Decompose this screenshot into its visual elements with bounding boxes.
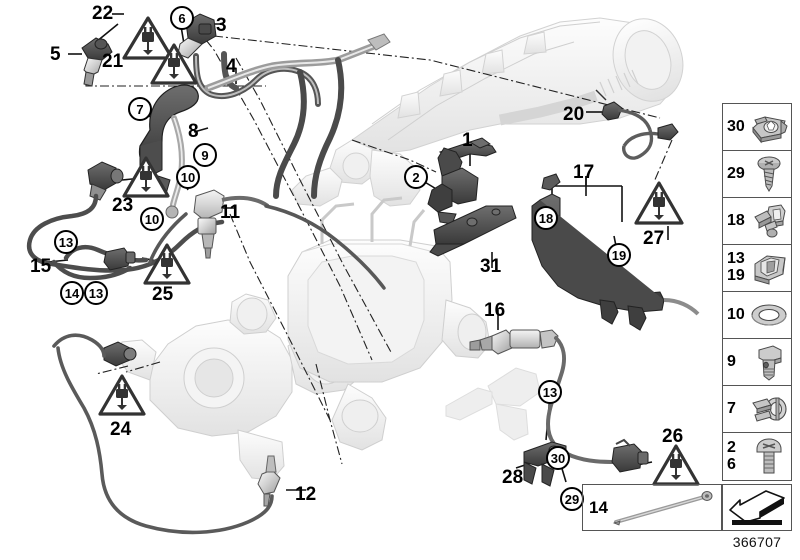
part-31-heat-shield bbox=[429, 205, 517, 257]
callout-21: 21 bbox=[102, 51, 124, 72]
part-12-exhaust-probe bbox=[257, 455, 281, 507]
legend-number: 6 bbox=[727, 455, 736, 473]
sealing-ring-icon bbox=[751, 304, 787, 326]
part-24-sensor bbox=[103, 341, 137, 367]
legend-number: 19 bbox=[727, 267, 745, 284]
turbo-lower-hose bbox=[52, 333, 274, 535]
part-20-sensor-harness bbox=[595, 89, 679, 160]
legend-row-18: 18 bbox=[723, 198, 791, 245]
callout-26: 26 bbox=[662, 426, 684, 447]
clip-nut-icon bbox=[752, 116, 788, 144]
callout-28: 28 bbox=[502, 467, 524, 488]
legend-number: 9 bbox=[727, 352, 736, 370]
callout-11: 11 bbox=[220, 202, 241, 223]
callout-31: 31 bbox=[480, 256, 502, 277]
callout-7: 7 bbox=[128, 97, 152, 121]
callout-8: 8 bbox=[188, 121, 199, 142]
part-4-hose-highlight bbox=[195, 55, 319, 105]
legend-number: 30 bbox=[727, 117, 745, 135]
legend-row-7: 7 bbox=[723, 386, 791, 433]
callout-2: 2 bbox=[404, 165, 428, 189]
callout-14-left: 14 bbox=[60, 281, 84, 305]
callout-20: 20 bbox=[563, 104, 585, 125]
callout-18: 18 bbox=[534, 206, 558, 230]
callout-29: 29 bbox=[560, 487, 584, 511]
part-16-sensor-cable bbox=[545, 336, 620, 464]
part-11-oxygen-sensor bbox=[193, 189, 270, 259]
part-25-connector bbox=[103, 247, 136, 271]
bracket-ghost-lower bbox=[445, 367, 541, 441]
callout-24: 24 bbox=[110, 419, 132, 440]
legend-number: 2 bbox=[727, 438, 736, 456]
part-16-oxygen-sensor bbox=[469, 329, 559, 355]
part-4-metal-pipe bbox=[204, 33, 391, 199]
callout-4: 4 bbox=[226, 56, 237, 77]
legend-row-2-6: 2 6 bbox=[723, 433, 791, 480]
callout-13-right: 13 bbox=[538, 380, 562, 404]
legend-number: 13 bbox=[727, 250, 745, 268]
direction-arrow-icon bbox=[729, 489, 785, 525]
legend-row-13-19: 13 19 bbox=[723, 245, 791, 292]
callout-3: 3 bbox=[216, 15, 227, 36]
callout-19: 19 bbox=[607, 243, 631, 267]
part-5-temperature-sensor bbox=[81, 37, 113, 87]
part-26-connector bbox=[611, 438, 649, 473]
intake-manifold-ghost bbox=[291, 17, 684, 207]
diagram-part-number: 366707 bbox=[732, 534, 782, 550]
callout-9: 9 bbox=[193, 143, 217, 167]
legend-row-14: 14 bbox=[582, 484, 722, 531]
cable-clip-bolt-icon bbox=[754, 204, 786, 238]
callout-6: 6 bbox=[170, 6, 194, 30]
legend-number: 18 bbox=[727, 211, 745, 229]
callout-10-upper: 10 bbox=[176, 165, 200, 189]
callout-13-left: 13 bbox=[54, 230, 78, 254]
legend-number: 14 bbox=[589, 497, 608, 517]
banjo-bolt-icon bbox=[758, 345, 782, 381]
legend-row-10: 10 bbox=[723, 292, 791, 339]
spring-clip-icon bbox=[754, 255, 786, 285]
callout-1: 1 bbox=[462, 130, 473, 151]
legend-row-30: 30 bbox=[723, 104, 791, 151]
callout-5: 5 bbox=[50, 44, 61, 65]
legend-row-9: 9 bbox=[723, 339, 791, 386]
hose-clamp-icon bbox=[752, 397, 787, 422]
pan-head-screw-icon bbox=[756, 437, 782, 473]
callout-23: 23 bbox=[112, 195, 134, 216]
callout-25: 25 bbox=[152, 284, 174, 305]
legend-number: 7 bbox=[727, 399, 736, 417]
callout-12: 12 bbox=[295, 484, 317, 505]
legend-row-29: 29 bbox=[723, 151, 791, 198]
callout-13-left2: 13 bbox=[84, 281, 108, 305]
tapping-screw-icon bbox=[757, 156, 781, 192]
callout-17: 17 bbox=[573, 162, 595, 183]
legend-number: 29 bbox=[727, 164, 745, 182]
callout-27: 27 bbox=[643, 228, 665, 249]
callout-22: 22 bbox=[92, 3, 114, 24]
callout-15: 15 bbox=[30, 256, 52, 277]
parts-legend: 30 29 bbox=[722, 103, 792, 481]
part-1-2-bracket bbox=[427, 137, 497, 225]
callout-16: 16 bbox=[484, 300, 506, 321]
legend-number: 10 bbox=[727, 305, 745, 323]
callout-30: 30 bbox=[546, 446, 570, 470]
part-17-cable-bracket bbox=[531, 173, 700, 331]
legend-row-direction-arrow bbox=[722, 484, 792, 531]
callout-10-lower: 10 bbox=[140, 207, 164, 231]
cable-tie-icon bbox=[612, 490, 713, 526]
